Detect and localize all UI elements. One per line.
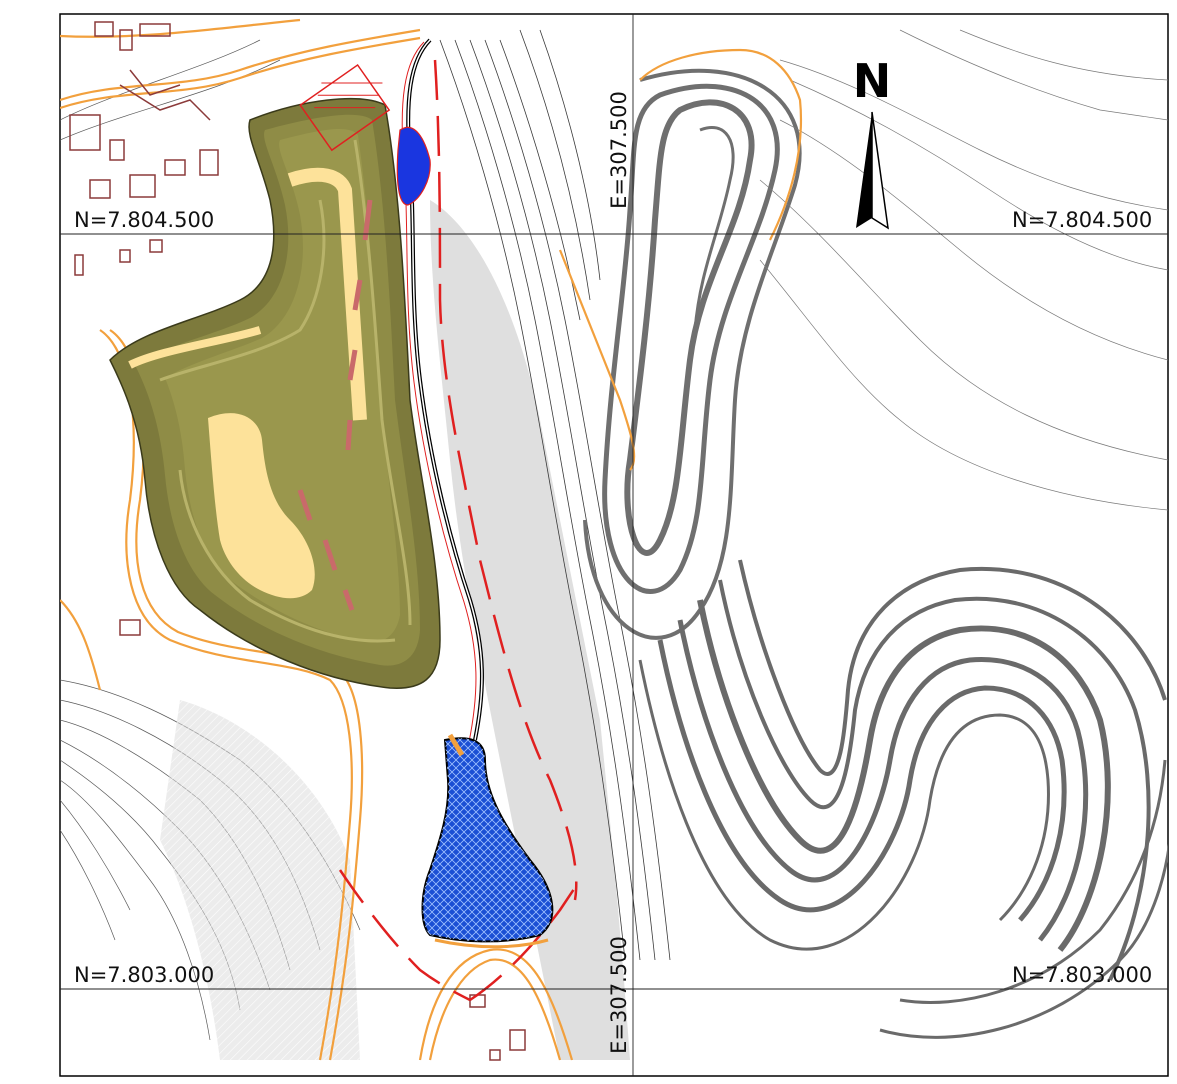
grid-label-n-top-right: N=7.804.500 (1012, 208, 1152, 232)
grid-label-e-top: E=307.500 (607, 91, 631, 209)
buildings (69, 21, 526, 1061)
hatched-structure (299, 63, 391, 152)
grid-label-n-bottom-right: N=7.803.000 (1012, 963, 1152, 987)
open-pit-benches-north (583, 68, 802, 640)
coordinate-grid (60, 14, 1168, 1076)
grid-label-n-top-left: N=7.804.500 (74, 208, 214, 232)
slope-hatch-central (430, 200, 630, 1060)
boundary-lines (338, 59, 582, 1002)
waste-dump (109, 97, 441, 689)
open-pit-benches-south (638, 559, 1168, 1039)
north-letter: N (853, 54, 892, 108)
pond-north (396, 126, 431, 206)
contour-lines-east (759, 29, 1168, 511)
grid-label-n-bottom-left: N=7.803.000 (74, 963, 214, 987)
north-arrow-icon: N (853, 54, 892, 230)
grid-label-e-bottom: E=307.500 (607, 936, 631, 1054)
